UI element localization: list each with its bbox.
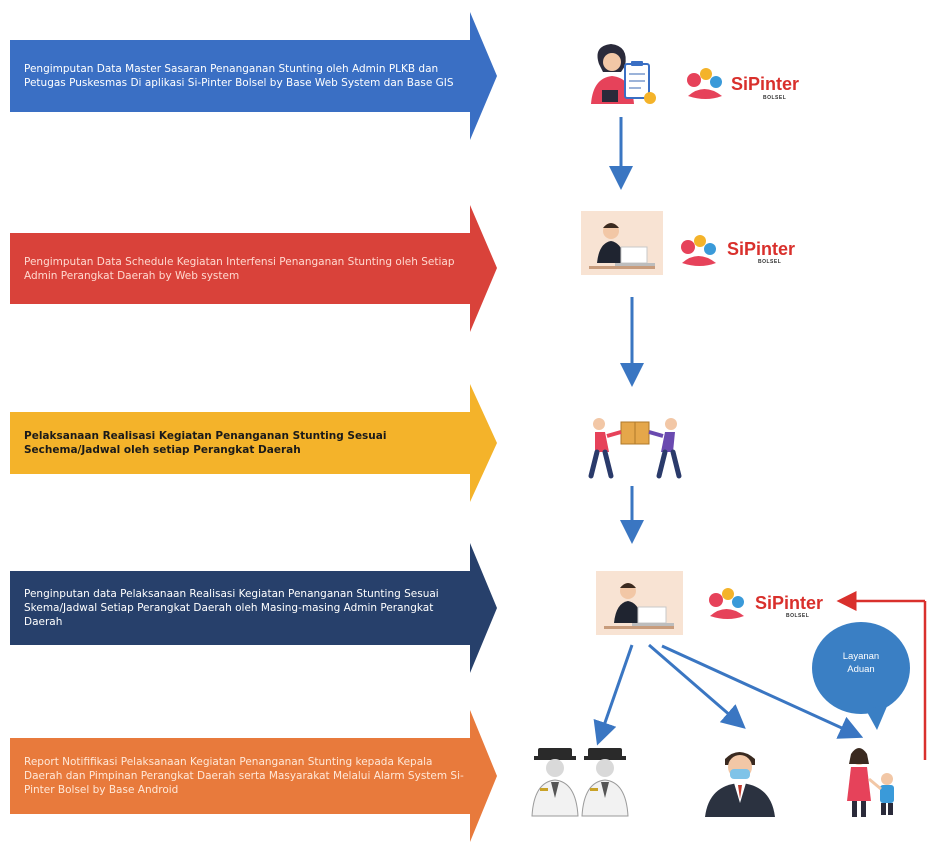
logo-sub: BOLSEL — [758, 259, 782, 265]
step-text-1: Pengimputan Data Master Sasaran Penangan… — [24, 63, 454, 89]
step-arrow-4 — [10, 543, 497, 673]
logo-sub: BOLSEL — [786, 613, 810, 619]
logo-pinter: Pinter — [748, 74, 800, 94]
flow-arrow-to-public-figure — [648, 643, 746, 729]
sipinter-logo — [681, 235, 716, 266]
man-at-laptop-icon — [596, 571, 683, 635]
flow-arrow-to-officials — [593, 644, 634, 746]
complaint-service-bubble — [812, 622, 910, 730]
sipinter-logo-text: SiPinter — [755, 593, 823, 614]
step-arrow-2 — [10, 205, 497, 332]
logo-pinter: Pinter — [772, 593, 824, 613]
logo-pinter: Pinter — [744, 239, 796, 259]
bubble-line-2: Aduan — [847, 664, 875, 675]
step-text-2: Pengimputan Data Schedule Kegiatan Inter… — [24, 255, 455, 282]
sipinter-logo-text: SiPinter — [731, 74, 799, 95]
masked-man-icon — [705, 752, 775, 817]
parent-child-icon — [847, 748, 894, 817]
people-carrying-box-icon — [588, 418, 682, 479]
step-arrow-3 — [10, 384, 497, 502]
step-text-4: Penginputan data Pelaksanaan Realisasi K… — [24, 588, 439, 628]
step-text-3: Pelaksanaan Realisasi Kegiatan Penangana… — [24, 430, 387, 456]
woman-with-clipboard-icon — [591, 44, 656, 104]
logo-sub: BOLSEL — [763, 95, 787, 101]
man-at-laptop-icon — [581, 211, 663, 275]
flow-arrow-to-family — [661, 644, 864, 739]
step-arrow-1 — [10, 12, 497, 140]
sipinter-logo-text: SiPinter — [727, 239, 795, 260]
officials-icon — [531, 748, 629, 817]
sipinter-logo — [709, 588, 744, 619]
bubble-text: Layanan Aduan — [822, 650, 900, 676]
logo-si: Si — [731, 74, 749, 94]
sipinter-logo — [687, 68, 722, 99]
logo-si: Si — [755, 593, 773, 613]
step-text-5: Report Notififikasi Pelaksanaan Kegiatan… — [24, 756, 464, 796]
logo-si: Si — [727, 239, 745, 259]
bubble-line-1: Layanan — [842, 651, 880, 662]
step-arrow-5 — [10, 710, 497, 842]
